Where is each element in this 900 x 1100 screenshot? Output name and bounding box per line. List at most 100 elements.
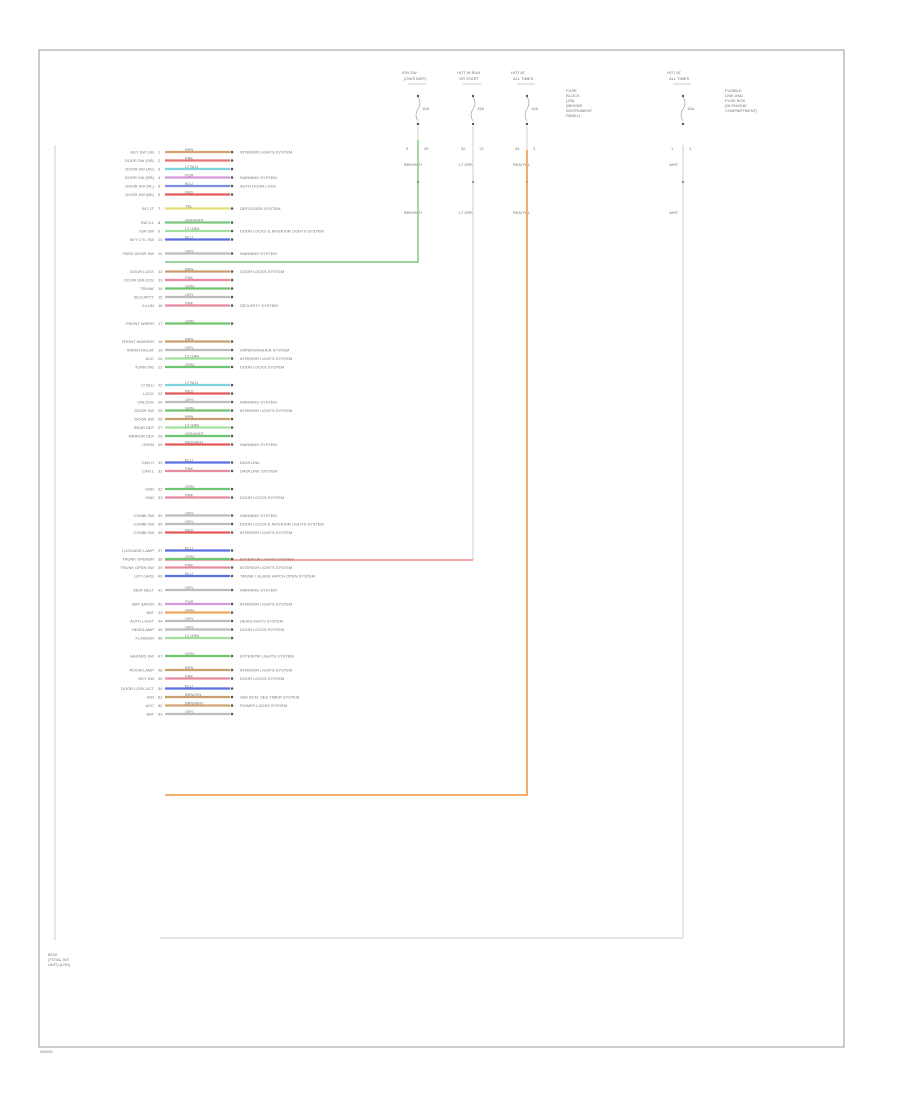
fuse-box-label: (BEHIND bbox=[566, 103, 583, 108]
wire-color-label: GRY bbox=[185, 519, 194, 524]
wire-color-label: BRN bbox=[185, 266, 194, 271]
connector-terminal bbox=[230, 443, 234, 446]
circuit-label: DOOR SW (BK) bbox=[125, 192, 154, 197]
fuse-title: ALL TIMES bbox=[669, 76, 690, 81]
circuit-label: DOOR UNLOCK bbox=[124, 278, 154, 283]
connector-terminal bbox=[230, 636, 234, 640]
circuit-label: TURN SIG bbox=[135, 365, 154, 370]
connector-terminal bbox=[230, 392, 234, 395]
wire-color-label: PNK bbox=[185, 300, 194, 305]
fuse-title: HOT AT bbox=[511, 70, 526, 75]
pin-number: 52 bbox=[158, 703, 163, 708]
pin-number: 18 bbox=[158, 339, 163, 344]
wire-color-label: GRN bbox=[185, 318, 194, 323]
connector-terminal bbox=[230, 522, 234, 526]
circuit-label: DOOR SW (RR) bbox=[125, 175, 155, 180]
circuit-destination: SEE BCM: SEE TIMER SYSTEM bbox=[240, 695, 299, 700]
connector-terminal bbox=[230, 193, 234, 196]
pin-number: 27 bbox=[158, 425, 163, 430]
circuit-destination: SECURITY SYSTEM bbox=[240, 303, 278, 308]
circuit-destination: WARNING SYSTEM bbox=[240, 588, 277, 593]
circuit-destination: INTERIOR LIGHTS SYSTEM bbox=[240, 668, 292, 673]
wire-color-label: LT BLU bbox=[185, 380, 198, 385]
circuit-label: CAN L bbox=[142, 469, 155, 474]
pin-number: 31 bbox=[158, 469, 163, 474]
connector-terminal bbox=[230, 549, 234, 552]
wire-color-label: GRY bbox=[185, 510, 194, 515]
fuse-terminal bbox=[471, 94, 475, 98]
pin-number: 53 bbox=[158, 712, 163, 717]
module-label-line: (TOTAL INT bbox=[48, 957, 70, 962]
pin-number: 1 bbox=[158, 150, 161, 155]
circuit-destination: EXTERIOR LIGHTS SYSTEM bbox=[240, 654, 294, 659]
circuit-label: AUTO LIGHT bbox=[130, 619, 154, 624]
fuse-pin: 3 bbox=[533, 146, 536, 151]
circuit-destination: TRUNK / GLASS HATCH OPEN SYSTEM bbox=[240, 574, 315, 579]
connector-terminal bbox=[230, 695, 234, 699]
circuit-destination: AUTO DOOR LOCK bbox=[240, 184, 276, 189]
connector-terminal bbox=[230, 278, 234, 282]
circuit-label: PASS DOOR SW bbox=[123, 251, 154, 256]
pin-number: 46 bbox=[158, 636, 163, 641]
fuse-amp: 10A bbox=[531, 106, 538, 111]
wire-color-label: GRY bbox=[185, 616, 194, 621]
connector-terminal bbox=[230, 557, 234, 561]
connector-terminal bbox=[230, 628, 234, 631]
circuit-label: MIRROR DEF bbox=[129, 434, 155, 439]
pin-number: 49 bbox=[158, 676, 163, 681]
fuse-box-label: INSTRUMENT bbox=[566, 108, 593, 113]
wire-color-label: BRN/WHT bbox=[185, 700, 204, 705]
wire-color-label: BLU bbox=[185, 457, 193, 462]
circuit-label: SECURITY bbox=[134, 295, 155, 300]
pin-number: 47 bbox=[158, 654, 163, 659]
circuit-label: DOOR SW (AS) bbox=[125, 167, 154, 172]
circuit-label: ROOM LAMP bbox=[130, 668, 155, 673]
circuit-destination: DOOR LOCKS & INTERIOR LIGHTS SYSTEM bbox=[240, 522, 324, 527]
wire-color-label: BLU bbox=[185, 571, 193, 576]
fuse-icon bbox=[415, 96, 421, 122]
connector-terminal bbox=[230, 426, 234, 429]
circuit-label: DOOR SW bbox=[134, 408, 154, 413]
fuse-terminal bbox=[525, 94, 529, 98]
connector-terminal bbox=[230, 566, 234, 569]
connector-terminal bbox=[230, 365, 234, 369]
circuit-destination: WARNING SYSTEM bbox=[240, 400, 277, 405]
circuit-label: KEY SW SIG bbox=[131, 150, 155, 155]
pin-number: 37 bbox=[158, 548, 163, 553]
pin-number: 33 bbox=[158, 495, 163, 500]
wire-color-label: PNK bbox=[185, 155, 194, 160]
fuse-terminal bbox=[681, 122, 685, 126]
pin-number: 23 bbox=[158, 391, 163, 396]
circuit-label: TRUNK bbox=[140, 286, 154, 291]
pin-number: 10 bbox=[158, 237, 163, 242]
circuit-label: BAT bbox=[147, 610, 155, 615]
circuit-destination: POWER LOCKS SYSTEM bbox=[240, 703, 287, 708]
connector-terminal bbox=[230, 514, 234, 517]
wire-color-label: GRY bbox=[185, 345, 194, 350]
wire-color-label: GRN bbox=[185, 554, 194, 559]
circuit-destination: EXTERIOR LIGHTS SYSTEM bbox=[240, 557, 294, 562]
wire-color-label: GRY bbox=[185, 292, 194, 297]
